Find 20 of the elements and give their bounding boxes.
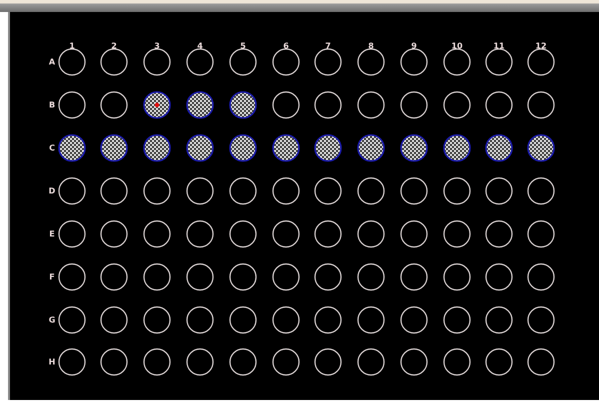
column-number: 9 — [411, 42, 417, 50]
row-letter: D — [48, 186, 56, 196]
row-letter: B — [48, 100, 56, 110]
row-letter: F — [49, 272, 55, 282]
row-letter: G — [48, 316, 56, 324]
column-number: 4 — [197, 42, 203, 50]
column-number: 11 — [493, 42, 505, 50]
column-number: 6 — [283, 42, 289, 50]
column-number: 3 — [154, 42, 160, 50]
column-number: 10 — [451, 42, 463, 50]
row-letter: C — [49, 144, 55, 152]
column-number: 7 — [325, 42, 331, 50]
row-letter: H — [48, 358, 56, 366]
column-number: 8 — [368, 42, 374, 50]
row-letter: A — [48, 58, 56, 66]
column-number: 1 — [69, 42, 75, 50]
row-letter: E — [49, 230, 55, 238]
column-number: 12 — [535, 42, 547, 50]
column-number: 2 — [111, 42, 117, 50]
column-number: 5 — [240, 42, 246, 50]
